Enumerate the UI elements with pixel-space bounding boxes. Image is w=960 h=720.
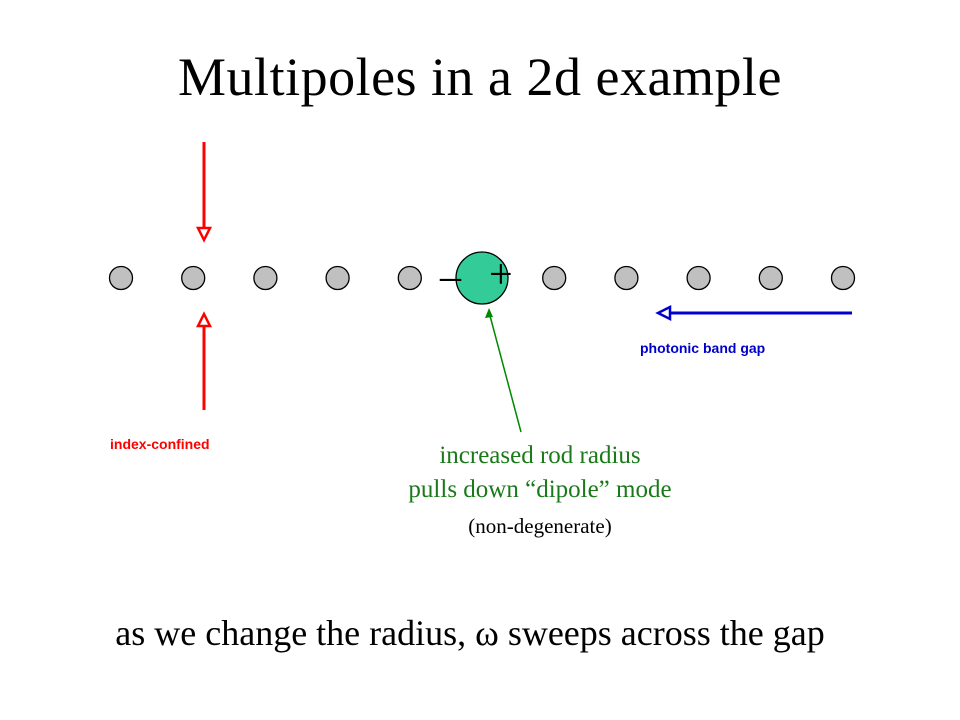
rod xyxy=(325,265,350,291)
caption-line-1: increased rod radius xyxy=(439,442,641,469)
red-arrow-bottom-head xyxy=(195,311,213,328)
index-confined-arrows xyxy=(195,142,213,410)
photonic-band-gap-arrow xyxy=(655,304,852,322)
rod xyxy=(830,265,856,291)
rod xyxy=(686,265,711,291)
photonic-band-gap-label: photonic band gap xyxy=(640,340,766,356)
defect-rod xyxy=(455,251,509,305)
rod xyxy=(758,265,783,291)
dipole-plus-sign: + xyxy=(489,252,513,298)
rod xyxy=(181,265,206,291)
green-pointer-line xyxy=(488,311,522,433)
green-pointer-head xyxy=(485,308,493,318)
rod xyxy=(542,265,567,291)
dipole-pointer xyxy=(485,308,522,433)
caption-line-3: (non-degenerate) xyxy=(468,514,612,538)
index-confined-label: index-confined xyxy=(110,436,210,452)
rod xyxy=(397,265,422,291)
page-title: Multipoles in a 2d example xyxy=(178,47,782,107)
rod xyxy=(253,265,278,291)
dipole-minus-sign: – xyxy=(440,254,461,300)
caption-line-2: pulls down “dipole” mode xyxy=(408,476,672,503)
rod-row xyxy=(108,251,856,305)
blue-arrow-head xyxy=(655,304,672,322)
rod xyxy=(108,265,134,291)
red-arrow-top-head xyxy=(195,226,213,243)
bottom-statement: as we change the radius, ω sweeps across… xyxy=(115,613,825,653)
rod xyxy=(614,265,639,291)
